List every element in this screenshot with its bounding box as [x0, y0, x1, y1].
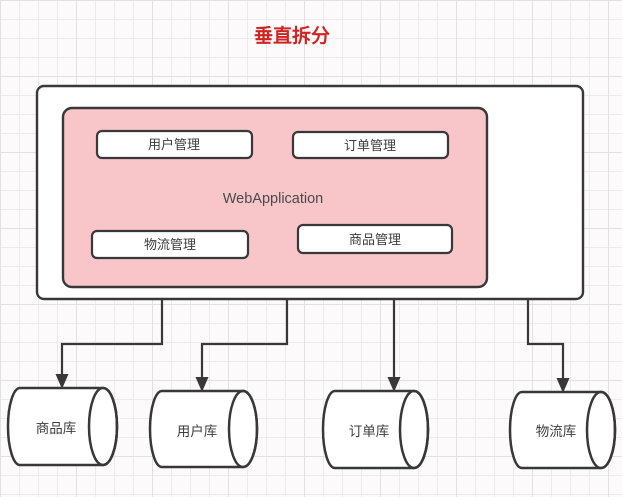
web-application-label: WebApplication [223, 191, 324, 207]
arrowhead-icon [55, 374, 69, 389]
module-box-order: 订单管理 [291, 130, 450, 160]
arrowhead-icon [387, 377, 401, 392]
module-label-logistics: 物流管理 [144, 237, 196, 252]
db-cylinder-user: 用户库 [148, 389, 259, 469]
module-box-user: 用户管理 [95, 129, 254, 160]
db-label-order: 订单库 [349, 424, 390, 439]
page-title: 垂直拆分 [254, 24, 330, 47]
module-label-order: 订单管理 [344, 138, 396, 153]
module-box-logistics: 物流管理 [90, 229, 250, 260]
arrowhead-icon [556, 378, 570, 393]
db-label-product: 商品库 [36, 421, 77, 436]
module-box-product: 商品管理 [296, 223, 454, 255]
module-label-product: 商品管理 [349, 232, 401, 247]
db-cylinder-order: 订单库 [321, 389, 430, 470]
db-cylinder-logistics: 物流库 [508, 390, 617, 470]
arrow-to-order-db [387, 299, 401, 392]
db-cylinder-product: 商品库 [6, 386, 119, 467]
arrowhead-icon [195, 377, 209, 392]
arrow-to-user-db [195, 299, 289, 392]
arrow-to-logistics-db [526, 299, 570, 393]
db-label-user: 用户库 [177, 423, 218, 439]
db-label-logistics: 物流库 [536, 424, 577, 439]
arrow-to-product-db [55, 299, 164, 389]
module-label-user: 用户管理 [148, 137, 200, 152]
